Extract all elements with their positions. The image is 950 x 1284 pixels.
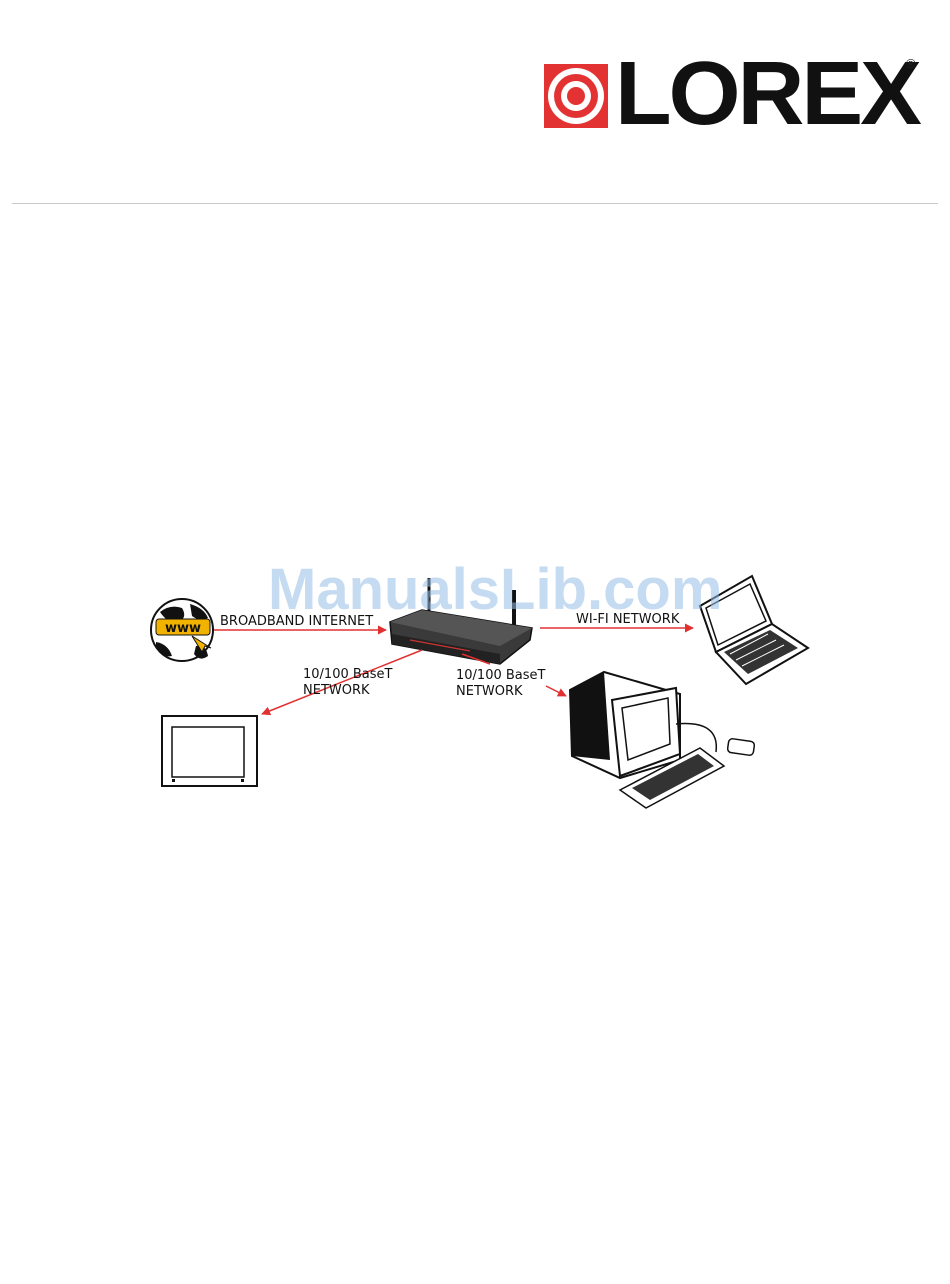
monitor-icon <box>162 716 257 786</box>
desktop-computer-icon <box>570 672 755 808</box>
globe-icon: www <box>151 599 213 661</box>
www-text: www <box>165 621 201 636</box>
label-lan-right-line2: NETWORK <box>456 684 523 700</box>
label-lan-left-line2: NETWORK <box>303 683 370 699</box>
watermark: ManualsLib.com <box>268 556 722 623</box>
label-lan-right-line1: 10/100 BaseT <box>456 668 545 684</box>
label-lan-left-line1: 10/100 BaseT <box>303 667 392 683</box>
arrow-lan-right <box>546 686 566 696</box>
